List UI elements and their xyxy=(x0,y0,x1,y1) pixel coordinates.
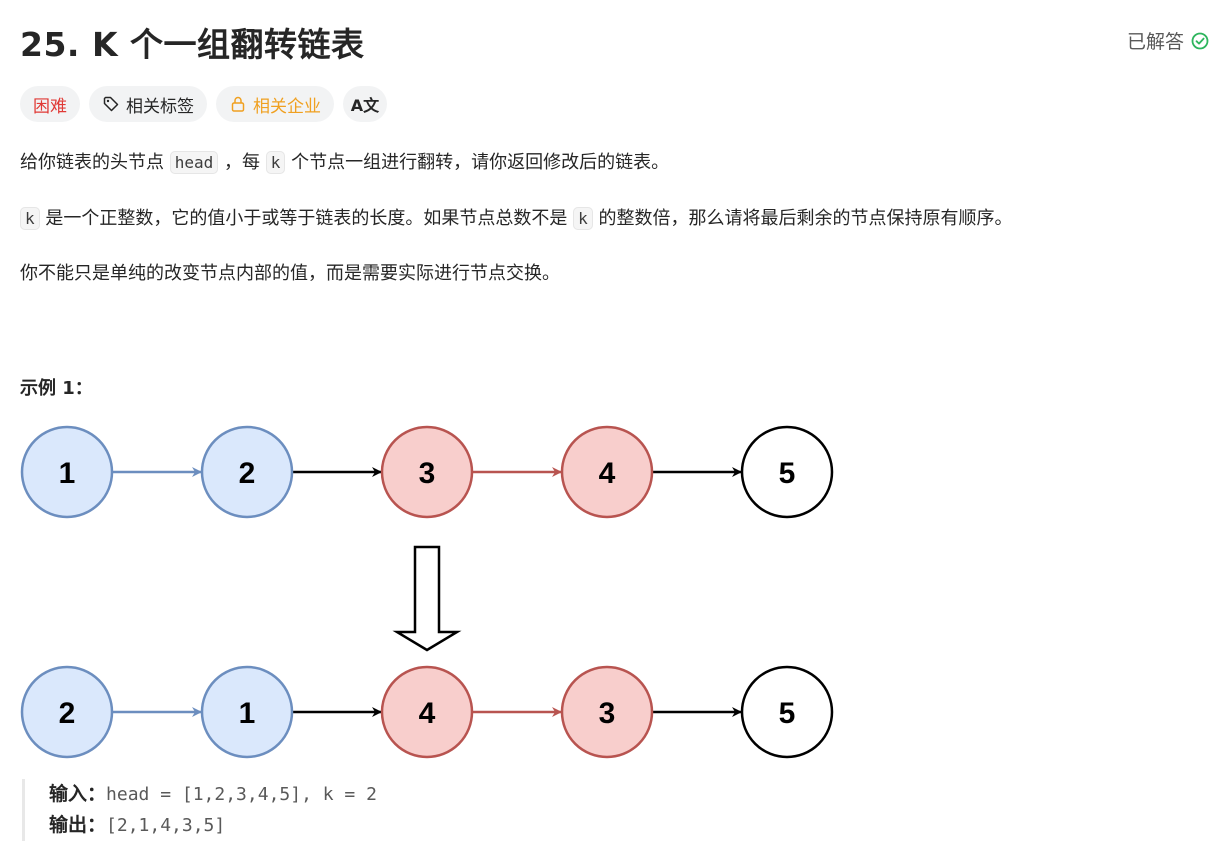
related-companies-label: 相关企业 xyxy=(253,96,321,117)
check-circle-icon xyxy=(1191,32,1209,49)
output-value: [2,1,4,3,5] xyxy=(106,815,226,836)
example-title: 示例 1： xyxy=(20,378,93,399)
svg-text:2: 2 xyxy=(239,457,256,490)
input-label: 输入： xyxy=(49,783,107,805)
solved-label: 已解答 xyxy=(1126,31,1184,53)
output-label: 输出： xyxy=(49,814,107,836)
tag-bar: 困难 相关标签 相关企业 A文 xyxy=(20,86,387,122)
svg-text:5: 5 xyxy=(779,457,796,490)
description-paragraph-3: 你不能只是单纯的改变节点内部的值，而是需要实际进行节点交换。 xyxy=(20,263,560,284)
svg-text:5: 5 xyxy=(779,697,796,730)
related-tags-label: 相关标签 xyxy=(126,96,194,117)
list-node: 4 xyxy=(380,665,474,759)
example-output-line: 输出：[2,1,4,3,5] xyxy=(49,810,377,841)
difficulty-badge: 困难 xyxy=(20,86,80,122)
linked-list-diagram: 1 2 3 4 5 2 1 4 3 5 xyxy=(20,425,834,759)
tag-icon xyxy=(103,96,119,112)
related-tags-button[interactable]: 相关标签 xyxy=(89,86,207,122)
svg-text:3: 3 xyxy=(419,457,436,490)
list-node: 5 xyxy=(740,665,834,759)
inline-code: head xyxy=(169,151,219,174)
list-node: 4 xyxy=(560,425,654,519)
inline-code: k xyxy=(573,207,593,230)
example-input-line: 输入：head = [1,2,3,4,5], k = 2 xyxy=(49,779,377,810)
inline-code: k xyxy=(265,151,286,174)
list-node: 3 xyxy=(380,425,474,519)
list-node: 5 xyxy=(740,425,834,519)
svg-text:4: 4 xyxy=(599,457,616,490)
list-node: 3 xyxy=(560,665,654,759)
svg-text:1: 1 xyxy=(59,457,76,490)
svg-text:2: 2 xyxy=(59,697,76,730)
description-paragraph-1: 给你链表的头节点 head ，每 k 个节点一组进行翻转，请你返回修改后的链表。 xyxy=(20,151,670,174)
lock-icon xyxy=(231,96,245,112)
problem-title: 25. K 个一组翻转链表 xyxy=(20,25,365,64)
inline-code: k xyxy=(20,207,40,230)
related-companies-button[interactable]: 相关企业 xyxy=(216,86,334,122)
list-node: 1 xyxy=(20,425,114,519)
translate-icon: A文 xyxy=(350,96,380,115)
translate-button[interactable]: A文 xyxy=(343,86,387,122)
list-node: 2 xyxy=(200,425,294,519)
solved-status[interactable]: 已解答 xyxy=(1127,27,1210,54)
transform-arrow-icon xyxy=(392,545,462,652)
example-io-block: 输入：head = [1,2,3,4,5], k = 2 输出：[2,1,4,3… xyxy=(22,779,377,841)
input-value: head = [1,2,3,4,5], k = 2 xyxy=(106,784,377,805)
description-paragraph-2: k 是一个正整数，它的值小于或等于链表的长度。如果节点总数不是 k 的整数倍，那… xyxy=(20,205,1012,233)
svg-text:1: 1 xyxy=(239,697,256,730)
svg-text:4: 4 xyxy=(419,697,436,730)
list-node: 2 xyxy=(20,665,114,759)
list-node: 1 xyxy=(200,665,294,759)
svg-text:3: 3 xyxy=(599,697,616,730)
